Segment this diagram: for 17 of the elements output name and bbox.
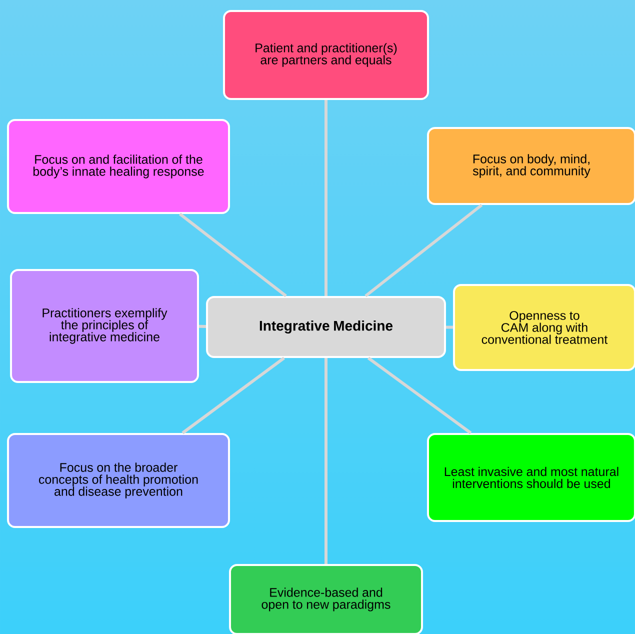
connector-line: [367, 356, 472, 434]
principle-box: Focus on and facilitation of the body’s innate healing response: [7, 119, 230, 214]
connector-line: [324, 100, 328, 296]
connector-line: [446, 326, 453, 329]
connector-line: [324, 358, 328, 564]
principle-box: Practitioners exemplify the principles of integrative medicine: [10, 269, 199, 383]
connector-line: [199, 324, 206, 328]
principle-box: Focus on the broader concepts of health promotion and disease prevention: [7, 433, 230, 528]
connector-line: [182, 356, 285, 434]
principle-box: Openness to CAM along with conventional treatment: [453, 284, 635, 371]
principle-box: Evidence-based and open to new paradigms: [229, 564, 423, 634]
title-box: Integrative Medicine: [206, 296, 446, 358]
principle-box: Patient and practitioner(s) are partners and equals: [223, 10, 429, 100]
principle-box: Least invasive and most natural interventions should be used: [427, 433, 635, 522]
connector-line: [178, 212, 287, 298]
principle-box: Focus on body, mind, spirit, and community: [427, 127, 635, 205]
connector-line: [364, 204, 483, 298]
